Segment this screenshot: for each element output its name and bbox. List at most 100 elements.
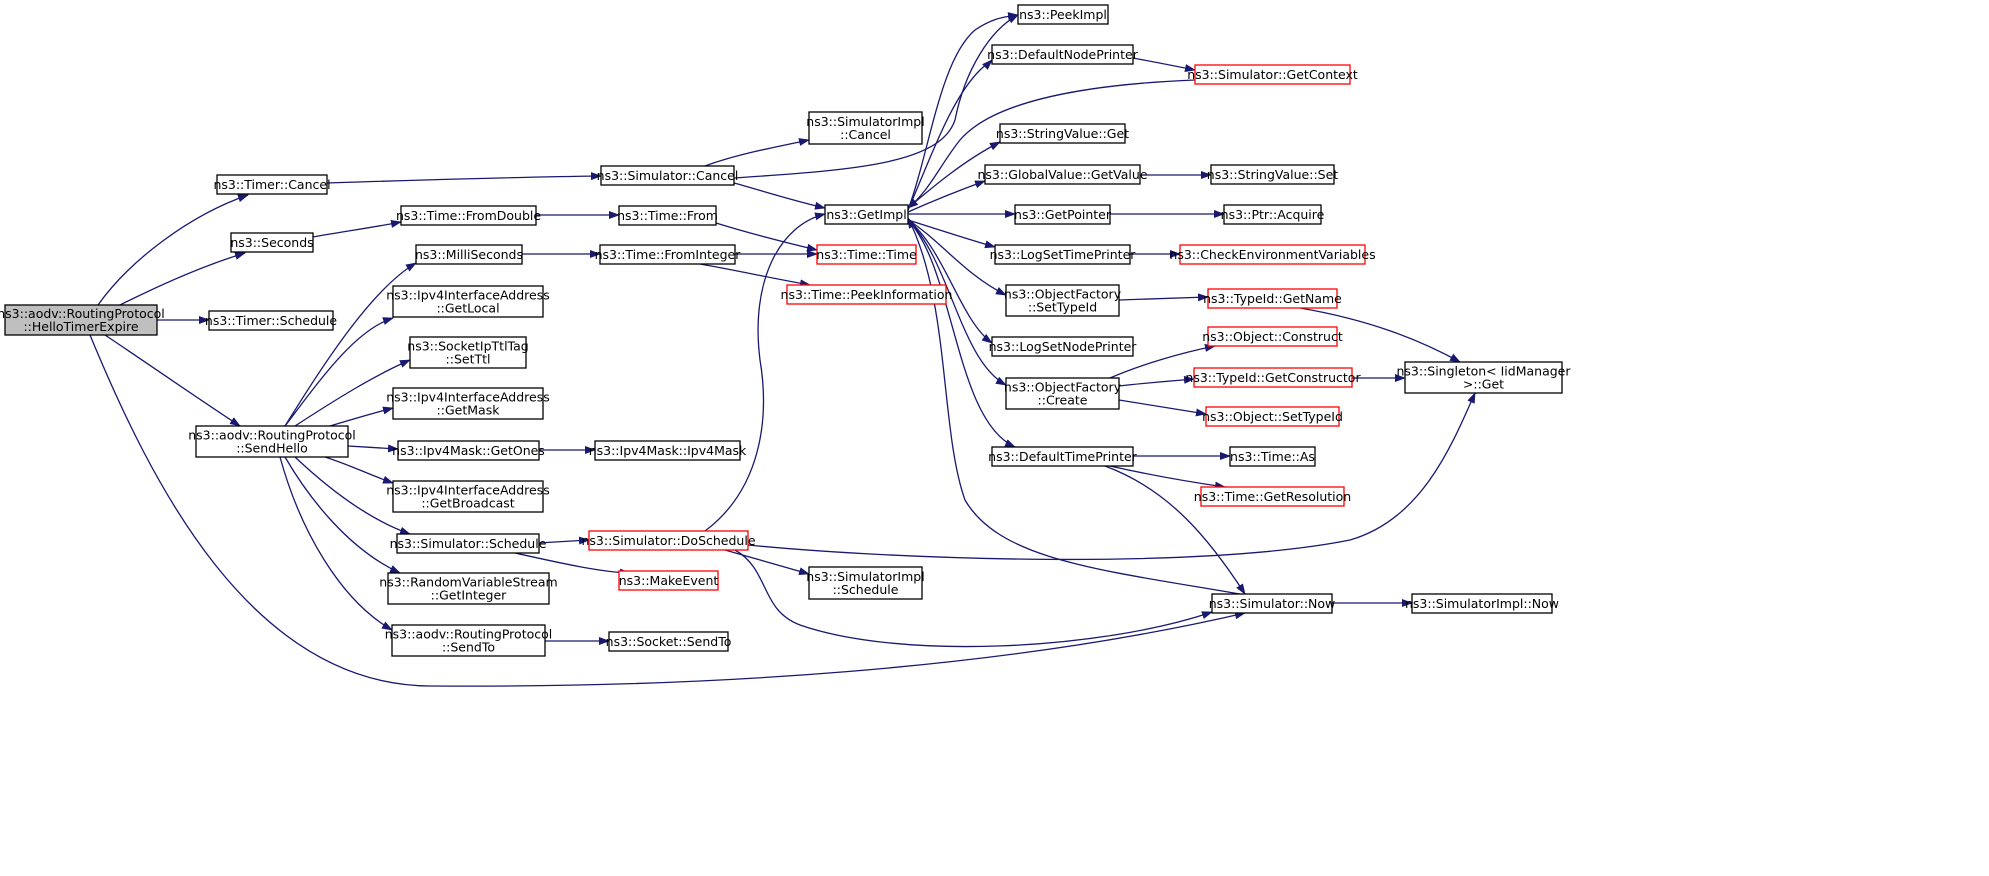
node-simulator-cancel[interactable]: ns3::Simulator::Cancel xyxy=(597,165,739,186)
node-seconds[interactable]: ns3::Seconds xyxy=(230,232,314,253)
node-typeid-getname[interactable]: ns3::TypeId::GetName xyxy=(1203,288,1342,309)
node-objectfactory-create[interactable]: ns3::ObjectFactory::Create xyxy=(1004,377,1122,410)
node-label-line: ::GetBroadcast xyxy=(421,496,514,511)
node-label-line: ::GetInteger xyxy=(431,588,508,603)
edge-time_frominteger-to-time_peekinformation xyxy=(699,263,811,288)
edge-defaulttimeprinter-to-simulator_now xyxy=(1104,465,1246,595)
node-box xyxy=(994,244,1131,265)
node-time-time[interactable]: ns3::Time::Time xyxy=(816,244,917,265)
node-ipv4mask-getones[interactable]: ns3::Ipv4Mask::GetOnes xyxy=(392,440,545,461)
node-rp-sendto[interactable]: ns3::aodv::RoutingProtocol::SendTo xyxy=(385,624,553,657)
node-peekimpl[interactable]: ns3::PeekImpl xyxy=(1017,4,1109,25)
node-box xyxy=(991,336,1134,357)
node-time-as[interactable]: ns3::Time::As xyxy=(1229,446,1316,467)
node-label-line: ns3::MakeEvent xyxy=(619,573,719,588)
node-getpointer[interactable]: ns3::GetPointer xyxy=(1014,204,1112,225)
node-timer-cancel[interactable]: ns3::Timer::Cancel xyxy=(213,174,331,195)
node-socket-sendto[interactable]: ns3::Socket::SendTo xyxy=(606,631,732,652)
edge-send_hello-to-milliseconds xyxy=(284,262,417,427)
node-box xyxy=(1017,4,1109,25)
node-label-line: ::GetMask xyxy=(437,403,501,418)
node-simulator-schedule[interactable]: ns3::Simulator::Schedule xyxy=(390,533,547,554)
node-label-line: ns3::TypeId::GetName xyxy=(1203,291,1342,306)
node-milliseconds[interactable]: ns3::MilliSeconds xyxy=(415,244,523,265)
node-label-line: ns3::Seconds xyxy=(230,235,313,250)
node-time-peekinformation[interactable]: ns3::Time::PeekInformation xyxy=(781,284,953,305)
node-box xyxy=(396,533,540,554)
node-rvs-getinteger[interactable]: ns3::RandomVariableStream::GetInteger xyxy=(379,572,558,605)
node-label-line: ns3::Ipv4Mask::GetOnes xyxy=(392,443,545,458)
node-object-construct[interactable]: ns3::Object::Construct xyxy=(1202,326,1343,347)
node-socketipttltag-setttl[interactable]: ns3::SocketIpTtlTag::SetTtl xyxy=(407,336,529,369)
node-box xyxy=(1014,204,1111,225)
node-simulator-now[interactable]: ns3::Simulator::Now xyxy=(1209,593,1336,614)
node-box xyxy=(618,570,719,591)
node-label-line: ns3::StringValue::Get xyxy=(996,126,1129,141)
node-getimpl[interactable]: ns3::GetImpl xyxy=(824,204,909,225)
node-label-line: >::Get xyxy=(1463,377,1504,392)
node-box xyxy=(1211,593,1333,614)
node-label-line: ns3::StringValue::Set xyxy=(1207,167,1338,182)
node-singleton-get[interactable]: ns3::Singleton< IidManager >::Get xyxy=(1396,361,1571,394)
node-globalvalue-getvalue[interactable]: ns3::GlobalValue::GetValue xyxy=(977,164,1148,185)
node-label-line: ns3::Time::As xyxy=(1230,449,1315,464)
node-label-line: ns3::GetImpl xyxy=(826,207,906,222)
node-label-line: ns3::Timer::Cancel xyxy=(213,177,330,192)
node-box xyxy=(392,285,544,318)
node-time-frominteger[interactable]: ns3::Time::FromInteger xyxy=(595,244,742,265)
node-logsetnodeprinter[interactable]: ns3::LogSetNodePrinter xyxy=(989,336,1138,357)
node-simulatorimpl-schedule[interactable]: ns3::SimulatorImpl::Schedule xyxy=(806,566,925,600)
node-label-line: ns3::Ipv4InterfaceAddress xyxy=(386,483,550,498)
node-send-hello[interactable]: ns3::aodv::RoutingProtocol::SendHello xyxy=(188,425,356,458)
node-object-settypeid[interactable]: ns3::Object::SetTypeId xyxy=(1202,406,1343,427)
node-label-line: ns3::TypeId::GetConstructor xyxy=(1185,370,1361,385)
node-typeid-getconstructor[interactable]: ns3::TypeId::GetConstructor xyxy=(1185,367,1361,388)
node-logsettimeprinter[interactable]: ns3::LogSetTimePrinter xyxy=(990,244,1137,265)
node-label-line: ns3::RandomVariableStream xyxy=(379,575,557,590)
node-box xyxy=(409,336,527,369)
node-box xyxy=(786,284,947,305)
node-hello-timer-expire[interactable]: ns3::aodv::RoutingProtocol::HelloTimerEx… xyxy=(0,304,165,336)
edge-simulator_now-to-getimpl xyxy=(907,217,1241,595)
node-simulatorimpl-now[interactable]: ns3::SimulatorImpl::Now xyxy=(1405,593,1559,614)
edge-getimpl-to-objectfactory_create xyxy=(907,219,1007,386)
node-ipv4ia-getbroadcast[interactable]: ns3::Ipv4InterfaceAddress::GetBroadcast xyxy=(386,480,550,513)
edge-simulator_doschedule-to-getimpl xyxy=(704,212,826,532)
node-box xyxy=(600,165,735,186)
node-time-from[interactable]: ns3::Time::From xyxy=(617,205,718,226)
node-box xyxy=(984,164,1141,185)
node-box xyxy=(1207,288,1338,309)
edge-getimpl-to-defaultnodeprinter xyxy=(907,59,993,211)
node-label-line: ns3::LogSetTimePrinter xyxy=(990,247,1137,262)
node-stringvalue-set[interactable]: ns3::StringValue::Set xyxy=(1207,164,1338,185)
edge-defaulttimeprinter-to-time_getresolution xyxy=(1109,465,1226,490)
node-simulator-doschedule[interactable]: ns3::Simulator::DoSchedule xyxy=(581,530,756,551)
node-ptr-acquire[interactable]: ns3::Ptr::Acquire xyxy=(1221,204,1325,225)
node-box xyxy=(1229,446,1316,467)
node-label-line: ns3::aodv::RoutingProtocol xyxy=(188,428,356,443)
node-label-line: ns3::MilliSeconds xyxy=(415,247,523,262)
node-makeevent[interactable]: ns3::MakeEvent xyxy=(618,570,719,591)
node-label-line: ns3::Time::FromInteger xyxy=(595,247,742,262)
node-label-line: ns3::LogSetNodePrinter xyxy=(989,339,1138,354)
edge-simulator_doschedule-to-singleton_get xyxy=(747,392,1476,561)
node-box xyxy=(991,44,1134,65)
node-simulatorimpl-cancel[interactable]: ns3::SimulatorImpl::Cancel xyxy=(806,111,925,145)
node-defaultnodeprinter[interactable]: ns3::DefaultNodePrinter xyxy=(987,44,1139,65)
node-ipv4ia-getlocal[interactable]: ns3::Ipv4InterfaceAddress::GetLocal xyxy=(386,285,550,318)
node-box xyxy=(1210,164,1335,185)
node-time-fromdouble[interactable]: ns3::Time::FromDouble xyxy=(396,205,541,226)
node-checkenvironmentvariables[interactable]: ns3::CheckEnvironmentVariables xyxy=(1169,244,1376,265)
node-stringvalue-get[interactable]: ns3::StringValue::Get xyxy=(996,123,1129,144)
node-objectfactory-settypeid[interactable]: ns3::ObjectFactory::SetTypeId xyxy=(1004,284,1122,317)
node-box xyxy=(824,204,909,225)
edge-send_hello-to-rvs_getinteger xyxy=(284,456,401,574)
node-simulator-getcontext[interactable]: ns3::Simulator::GetContext xyxy=(1187,64,1358,85)
node-time-getresolution[interactable]: ns3::Time::GetResolution xyxy=(1194,486,1351,507)
node-timer-schedule[interactable]: ns3::Timer::Schedule xyxy=(205,310,337,331)
node-label-line: ns3::DefaultNodePrinter xyxy=(987,47,1139,62)
node-ipv4ia-getmask[interactable]: ns3::Ipv4InterfaceAddress::GetMask xyxy=(386,387,550,420)
node-ipv4mask-ipv4mask[interactable]: ns3::Ipv4Mask::Ipv4Mask xyxy=(589,440,747,461)
node-defaulttimeprinter[interactable]: ns3::DefaultTimePrinter xyxy=(988,446,1138,467)
edge-send_hello-to-rp_sendto xyxy=(279,456,393,631)
